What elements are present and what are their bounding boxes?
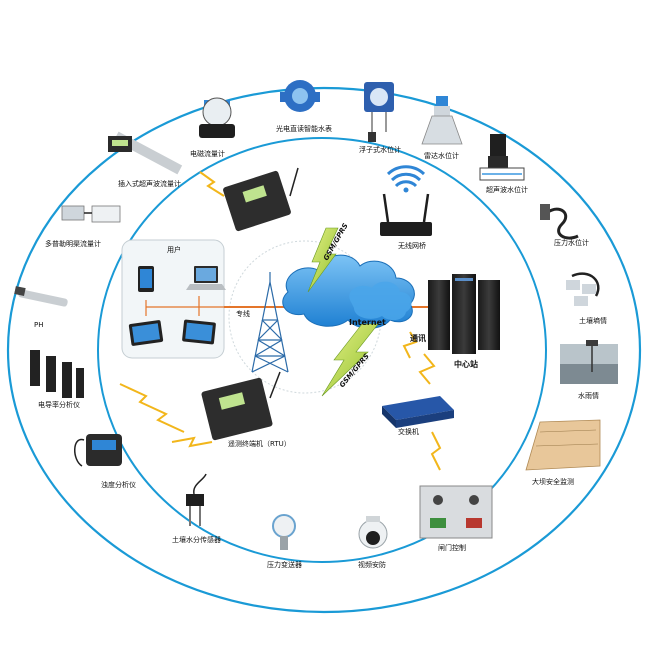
- rtu-bottom-icon: [201, 371, 281, 441]
- tablet-landscape-icon: [128, 320, 164, 346]
- tablet-landscape-icon-2: [182, 319, 216, 345]
- label-conductivity: 电导率分析仪: [38, 401, 80, 409]
- label-water-meter: 光电直读智能水表: [276, 125, 332, 133]
- label-router: 无线网桥: [398, 242, 426, 250]
- label-switch: 交换机: [398, 428, 419, 436]
- label-magnetic-flowmeter: 电磁流量计: [190, 150, 225, 158]
- dome-camera-icon: [358, 516, 388, 549]
- water-meter-icon: [280, 80, 320, 112]
- label-insertion-ultrasonic: 插入式超声波流量计: [118, 180, 181, 188]
- label-internet: Internet: [349, 318, 386, 327]
- dam-monitor-icon: [525, 419, 601, 471]
- ph-probe-icon: [14, 286, 68, 307]
- wireless-link-zigzags: [119, 171, 442, 471]
- laptop-icon: [186, 266, 226, 290]
- label-ph: PH: [34, 321, 44, 329]
- network-switch-icon: [382, 396, 454, 428]
- pressure-level-sensor-icon: [540, 204, 579, 240]
- gate-control-panel-icon: [419, 485, 493, 539]
- label-soil-tube: 土壤墒情: [579, 317, 607, 325]
- server-rack-icon: [428, 274, 500, 354]
- label-video: 视频安防: [358, 561, 386, 569]
- pressure-transmitter-icon: [272, 514, 296, 550]
- magnetic-flowmeter-icon: [199, 97, 235, 138]
- tablet-icon: [138, 266, 154, 292]
- label-multi-channel: 多普勒明渠流量计: [45, 240, 101, 248]
- gsm-lightning-bottom-icon: [321, 323, 379, 397]
- label-gate-control: 闸门控制: [438, 544, 466, 552]
- ultrasonic-level-gauge-icon: [479, 134, 525, 181]
- insertion-ultrasonic-flowmeter-icon: [108, 131, 183, 175]
- rtu-top-icon: [223, 167, 299, 232]
- doppler-flowmeter-icon: [61, 205, 121, 223]
- label-soil-sensor: 土壤水分传感器: [172, 536, 221, 544]
- wireless-router-icon: [380, 165, 432, 236]
- label-users: 用户: [167, 246, 181, 254]
- float-level-gauge-icon: [364, 82, 394, 142]
- label-center-station: 中心站: [454, 360, 478, 369]
- rain-station-icon: [560, 340, 618, 384]
- radio-tower-icon: [251, 272, 289, 373]
- label-radar-level: 雷达水位计: [424, 152, 459, 160]
- label-turbidity: 浊度分析仪: [101, 481, 136, 489]
- soil-sensor-icon: [186, 473, 207, 526]
- label-dam-safety: 大坝安全监测: [532, 478, 574, 486]
- gsm-lightning-top-icon: [307, 227, 339, 293]
- conductivity-analyzer-icon: [30, 350, 84, 398]
- label-rtu: 遥测终端机（RTU）: [228, 440, 291, 448]
- label-float-level: 浮子式水位计: [359, 146, 401, 154]
- label-dedicated-line: 专线: [236, 310, 250, 318]
- turbidity-analyzer-icon: [74, 434, 122, 467]
- inner-ring: [97, 137, 547, 563]
- label-ultrasonic-level: 超声波水位计: [486, 186, 528, 194]
- label-rain-gauge: 水雨情: [578, 392, 599, 400]
- label-comm: 通讯: [410, 334, 426, 343]
- radar-level-gauge-icon: [421, 96, 463, 145]
- label-pressure-level: 压力水位计: [554, 239, 589, 247]
- label-pressure-transmitter: 压力变送器: [267, 561, 302, 569]
- soil-moisture-probe-icon: [566, 272, 600, 306]
- outer-ring: [6, 86, 642, 614]
